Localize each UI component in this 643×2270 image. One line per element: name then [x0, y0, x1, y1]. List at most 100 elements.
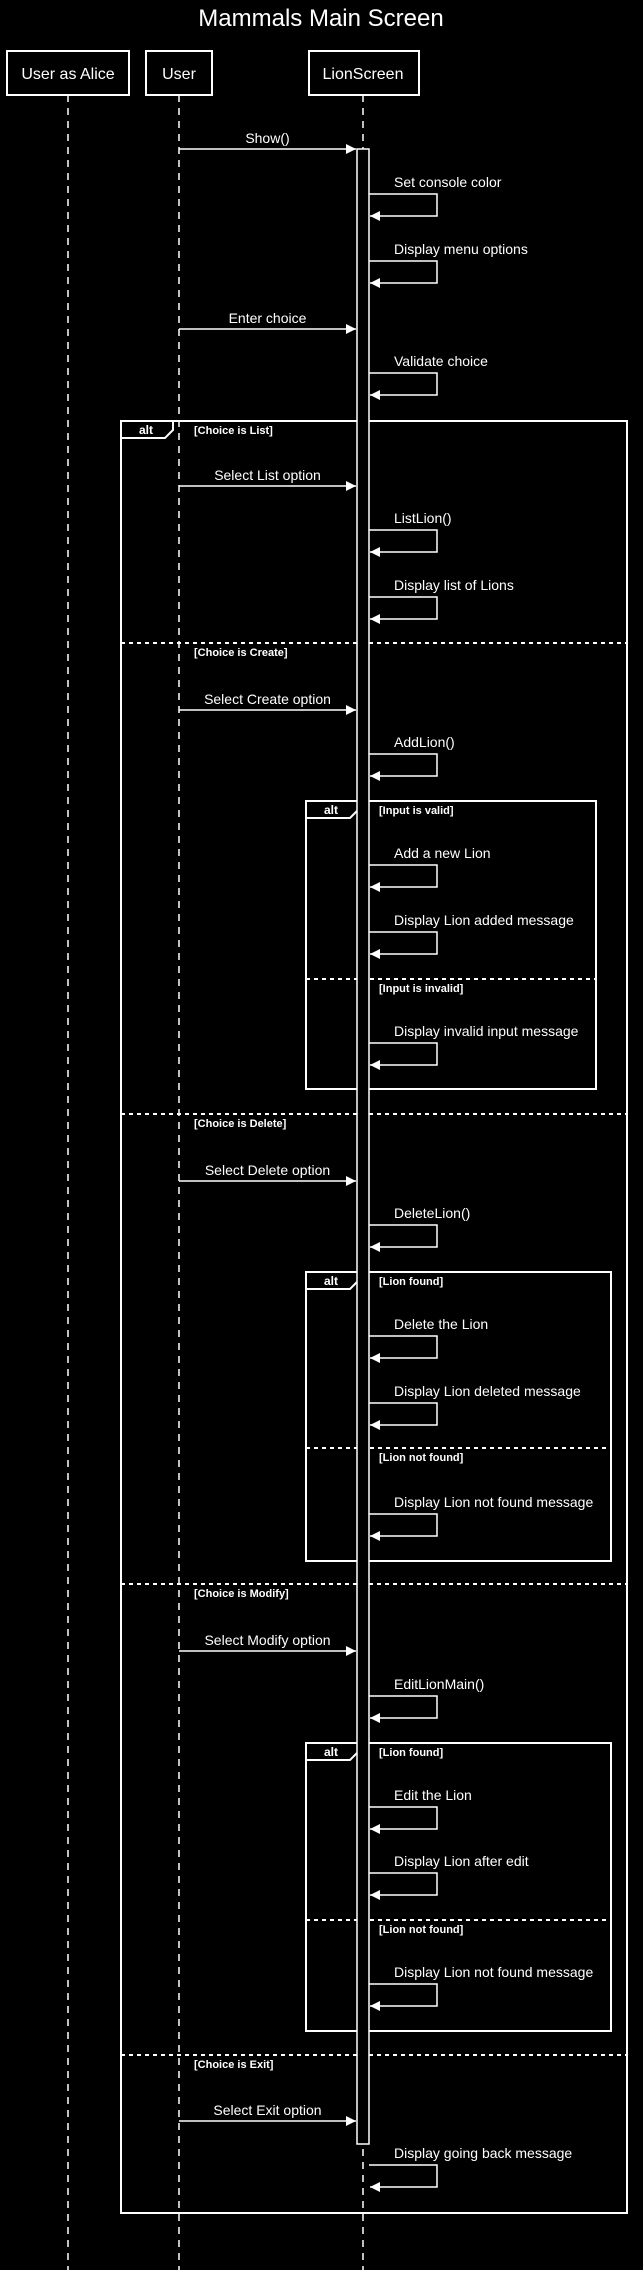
message-add-lion: AddLion() [369, 734, 455, 781]
message-label: Set console color [394, 174, 502, 190]
message-select-list: Select List option [179, 467, 356, 491]
guard-label-create-alt: [Input is invalid] [379, 983, 464, 995]
message-select-delete: Select Delete option [179, 1162, 356, 1186]
guard-label-outer-alt: [Choice is Delete] [194, 1118, 287, 1130]
self-message-arrow [369, 753, 438, 781]
message-display-not-found-1: Display Lion not found message [369, 1494, 593, 1541]
message-delete-lion-call: DeleteLion() [369, 1205, 470, 1252]
participants-layer: User as Alice User LionScreen [6, 50, 420, 96]
message-label: Select Modify option [204, 1632, 330, 1648]
participant-box-lion [308, 50, 420, 96]
message-label: Display list of Lions [394, 577, 514, 593]
message-delete-the-lion: Delete the Lion [369, 1316, 488, 1363]
participant-label-user: User [162, 66, 196, 83]
message-label: EditLionMain() [394, 1676, 484, 1692]
message-label: Display going back message [394, 2145, 572, 2161]
fragment-operator-outer-alt: alt [139, 423, 153, 437]
self-message-arrow [369, 1872, 438, 1900]
self-message-arrow [369, 260, 438, 288]
fragment-operator-delete-alt: alt [324, 1274, 338, 1288]
message-label: Validate choice [394, 353, 488, 369]
fragment-frame-delete-alt [305, 1271, 612, 1562]
guard-label-outer-alt: [Choice is Modify] [194, 1588, 289, 1600]
message-label: DeleteLion() [394, 1205, 470, 1221]
self-message-arrow [369, 1695, 438, 1723]
message-label: Display Lion deleted message [394, 1383, 581, 1399]
message-select-exit: Select Exit option [179, 2102, 356, 2126]
message-label: Display Lion added message [394, 912, 574, 928]
self-message-arrow [369, 1513, 438, 1541]
message-show: Show() [179, 130, 356, 154]
guard-label-outer-alt: [Choice is List] [194, 425, 273, 437]
participant-label-alice: User as Alice [21, 66, 114, 83]
guard-label-outer-alt: [Choice is Create] [194, 647, 288, 659]
message-label: ListLion() [394, 510, 452, 526]
message-label: Edit the Lion [394, 1787, 472, 1803]
message-display-list: Display list of Lions [369, 577, 514, 624]
message-display-menu: Display menu options [369, 241, 528, 288]
participant-box-user [145, 50, 213, 96]
self-message-arrow [369, 1335, 438, 1363]
guard-label-create-alt: [Input is valid] [379, 805, 454, 817]
message-label: Display Lion not found message [394, 1494, 593, 1510]
message-display-going-back: Display going back message [369, 2145, 572, 2192]
message-display-added: Display Lion added message [369, 912, 574, 959]
diagram-title: Mammals Main Screen [198, 5, 443, 32]
message-label: AddLion() [394, 734, 455, 750]
fragment-tab-outer-alt [121, 421, 174, 439]
message-label: Select Delete option [205, 1162, 330, 1178]
message-add-new: Add a new Lion [369, 845, 491, 892]
message-label: Display invalid input message [394, 1023, 579, 1039]
message-select-create: Select Create option [179, 691, 356, 715]
guard-label-delete-alt: [Lion not found] [379, 1452, 464, 1464]
fragment-operator-create-alt: alt [324, 803, 338, 817]
message-label: Display Lion not found message [394, 1964, 593, 1980]
message-label: Add a new Lion [394, 845, 491, 861]
message-label: Enter choice [229, 310, 307, 326]
message-edit-lion-main: EditLionMain() [369, 1676, 484, 1723]
self-message-arrow [369, 372, 438, 400]
fragment-operator-modify-alt: alt [324, 1745, 338, 1759]
message-display-after-edit: Display Lion after edit [369, 1853, 529, 1900]
self-message-arrow [369, 1806, 438, 1834]
message-select-modify: Select Modify option [179, 1632, 356, 1656]
guard-label-modify-alt: [Lion not found] [379, 1924, 464, 1936]
self-message-arrow [369, 2164, 438, 2192]
guard-label-delete-alt: [Lion found] [379, 1276, 443, 1288]
self-message-arrow [369, 1224, 438, 1252]
fragment-frame-create-alt [305, 800, 597, 1090]
self-message-arrow [369, 596, 438, 624]
self-message-arrow [369, 931, 438, 959]
message-validate-choice: Validate choice [369, 353, 488, 400]
fragments-layer: alt [Choice is List] [Choice is Create] [Ch… [120, 420, 628, 2214]
message-list-lion: ListLion() [369, 510, 452, 557]
self-message-arrow [369, 1042, 438, 1070]
fragment-frame-outer-alt [120, 420, 628, 2214]
fragment-frame-modify-alt [305, 1742, 612, 2032]
message-set-color: Set console color [369, 174, 502, 221]
self-message-arrow [369, 193, 438, 221]
message-label: Select Exit option [213, 2102, 321, 2118]
message-display-deleted: Display Lion deleted message [369, 1383, 581, 1430]
message-enter-choice: Enter choice [179, 310, 356, 334]
message-label: Display menu options [394, 241, 528, 257]
message-label: Show() [245, 130, 289, 146]
message-display-invalid: Display invalid input message [369, 1023, 579, 1070]
message-label: Select List option [214, 467, 321, 483]
message-label: Delete the Lion [394, 1316, 488, 1332]
self-message-arrow [369, 529, 438, 557]
self-message-arrow [369, 864, 438, 892]
guard-label-modify-alt: [Lion found] [379, 1747, 443, 1759]
participant-label-lion: LionScreen [323, 66, 404, 83]
activation-layer [356, 148, 370, 2145]
self-message-arrow [369, 1402, 438, 1430]
activation-bar-lion [356, 148, 370, 2145]
message-display-not-found-2: Display Lion not found message [369, 1964, 593, 2011]
message-edit-the-lion: Edit the Lion [369, 1787, 472, 1834]
message-label: Select Create option [204, 691, 331, 707]
guard-label-outer-alt: [Choice is Exit] [194, 2059, 274, 2071]
self-message-arrow [369, 1983, 438, 2011]
message-label: Display Lion after edit [394, 1853, 529, 1869]
